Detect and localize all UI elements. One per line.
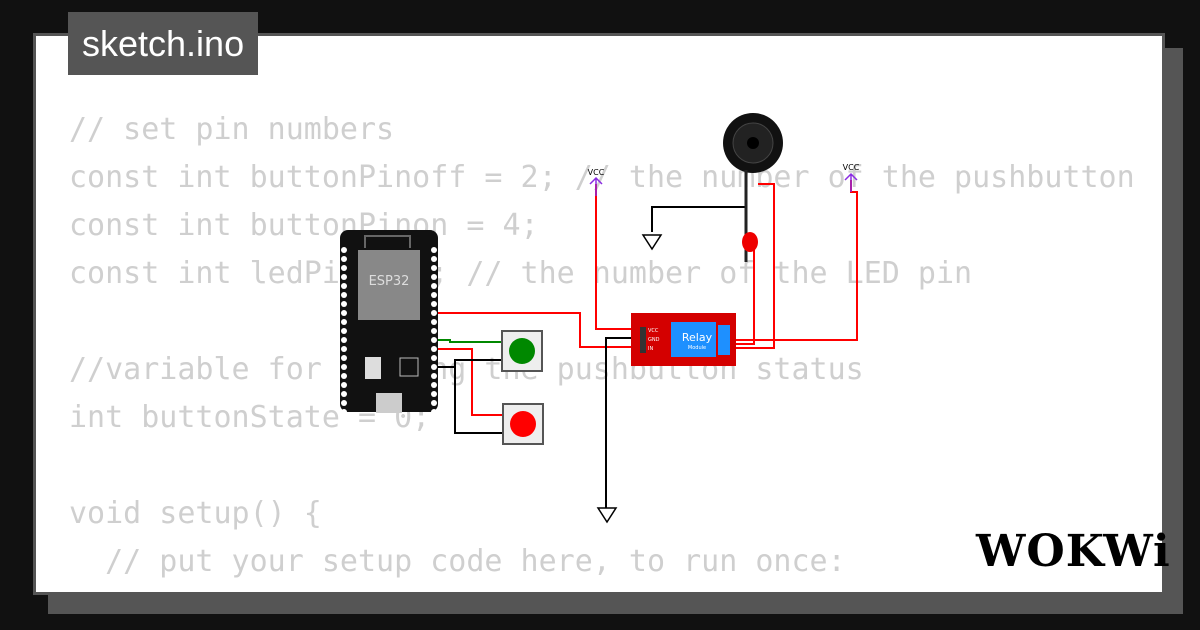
wire-red bbox=[735, 183, 775, 349]
buzzer bbox=[723, 113, 783, 262]
esp32-pin bbox=[431, 328, 437, 334]
relay-label: Relay bbox=[682, 331, 713, 344]
wire-black bbox=[434, 366, 502, 434]
esp32-pin bbox=[341, 292, 347, 298]
code-line: // put your setup code here, to run once… bbox=[69, 544, 846, 579]
esp32-pin bbox=[341, 265, 347, 271]
code-line: // set pin numbers bbox=[69, 112, 395, 147]
led-red bbox=[742, 232, 758, 252]
esp32-pin bbox=[341, 274, 347, 280]
esp32-pin bbox=[431, 373, 437, 379]
esp32-pin bbox=[431, 265, 437, 271]
wire-black bbox=[651, 160, 747, 232]
pushbutton-red[interactable] bbox=[502, 403, 544, 445]
ground-symbol bbox=[641, 234, 663, 251]
pushbutton-green[interactable] bbox=[501, 330, 543, 372]
esp32-pin bbox=[431, 247, 437, 253]
esp32-pin bbox=[431, 301, 437, 307]
preview-card: // set pin numbers const int buttonPinoff… bbox=[33, 33, 1165, 595]
relay-pin-label: IN bbox=[648, 346, 653, 352]
esp32-pin bbox=[341, 409, 347, 415]
esp32-pin bbox=[431, 310, 437, 316]
wire-black bbox=[434, 359, 502, 368]
esp32-pin bbox=[341, 382, 347, 388]
esp32-pins bbox=[341, 247, 437, 415]
esp32-pin bbox=[431, 337, 437, 343]
esp32-pin bbox=[431, 409, 437, 415]
esp32-label: ESP32 bbox=[369, 274, 410, 289]
relay-sublabel: Module bbox=[688, 345, 706, 351]
wire-red bbox=[735, 240, 755, 345]
esp32-pin bbox=[431, 346, 437, 352]
esp32-pin bbox=[341, 400, 347, 406]
esp32-pin bbox=[431, 292, 437, 298]
esp32-pin bbox=[341, 301, 347, 307]
wokwi-logo[interactable]: WOKWi bbox=[976, 526, 1171, 577]
file-tab[interactable]: sketch.ino bbox=[68, 12, 259, 75]
wire-green bbox=[434, 339, 502, 343]
wire-red bbox=[595, 184, 635, 330]
esp32-pin bbox=[341, 355, 347, 361]
esp32-pin bbox=[431, 382, 437, 388]
wire-red bbox=[434, 348, 502, 416]
esp32-pin bbox=[341, 328, 347, 334]
esp32-pin bbox=[431, 274, 437, 280]
esp32-board bbox=[340, 230, 438, 413]
esp32-pin bbox=[431, 364, 437, 370]
code-line: const int buttonPinoff = 2; // the numbe… bbox=[69, 160, 1134, 195]
ground-symbol bbox=[596, 507, 618, 524]
vcc-label: VCC bbox=[588, 168, 605, 177]
esp32-pin bbox=[341, 391, 347, 397]
esp32-pin bbox=[431, 391, 437, 397]
esp32-pin bbox=[341, 247, 347, 253]
esp32-pin bbox=[341, 373, 347, 379]
esp32-pin bbox=[431, 400, 437, 406]
esp32-pin bbox=[341, 283, 347, 289]
wire-black bbox=[605, 337, 635, 510]
relay-pin-label: GND bbox=[648, 337, 660, 343]
esp32-pin bbox=[341, 310, 347, 316]
esp32-pin bbox=[431, 355, 437, 361]
relay-pin-label: VCC bbox=[648, 328, 659, 334]
esp32-pin bbox=[341, 337, 347, 343]
vcc-symbol bbox=[589, 176, 603, 196]
relay-module bbox=[631, 313, 736, 366]
esp32-pin bbox=[341, 364, 347, 370]
esp32-pin bbox=[431, 283, 437, 289]
vcc-symbol bbox=[844, 172, 858, 192]
esp32-pin bbox=[341, 346, 347, 352]
esp32-pin bbox=[341, 256, 347, 262]
esp32-pin bbox=[341, 319, 347, 325]
code-line: void setup() { bbox=[69, 496, 322, 531]
esp32-pin bbox=[431, 256, 437, 262]
code-preview: // set pin numbers const int buttonPinoff… bbox=[69, 106, 1134, 592]
vcc-label: VCC bbox=[843, 163, 860, 172]
code-line: int buttonState = 0; bbox=[69, 400, 431, 435]
wire-red bbox=[434, 312, 635, 348]
esp32-pin bbox=[431, 319, 437, 325]
